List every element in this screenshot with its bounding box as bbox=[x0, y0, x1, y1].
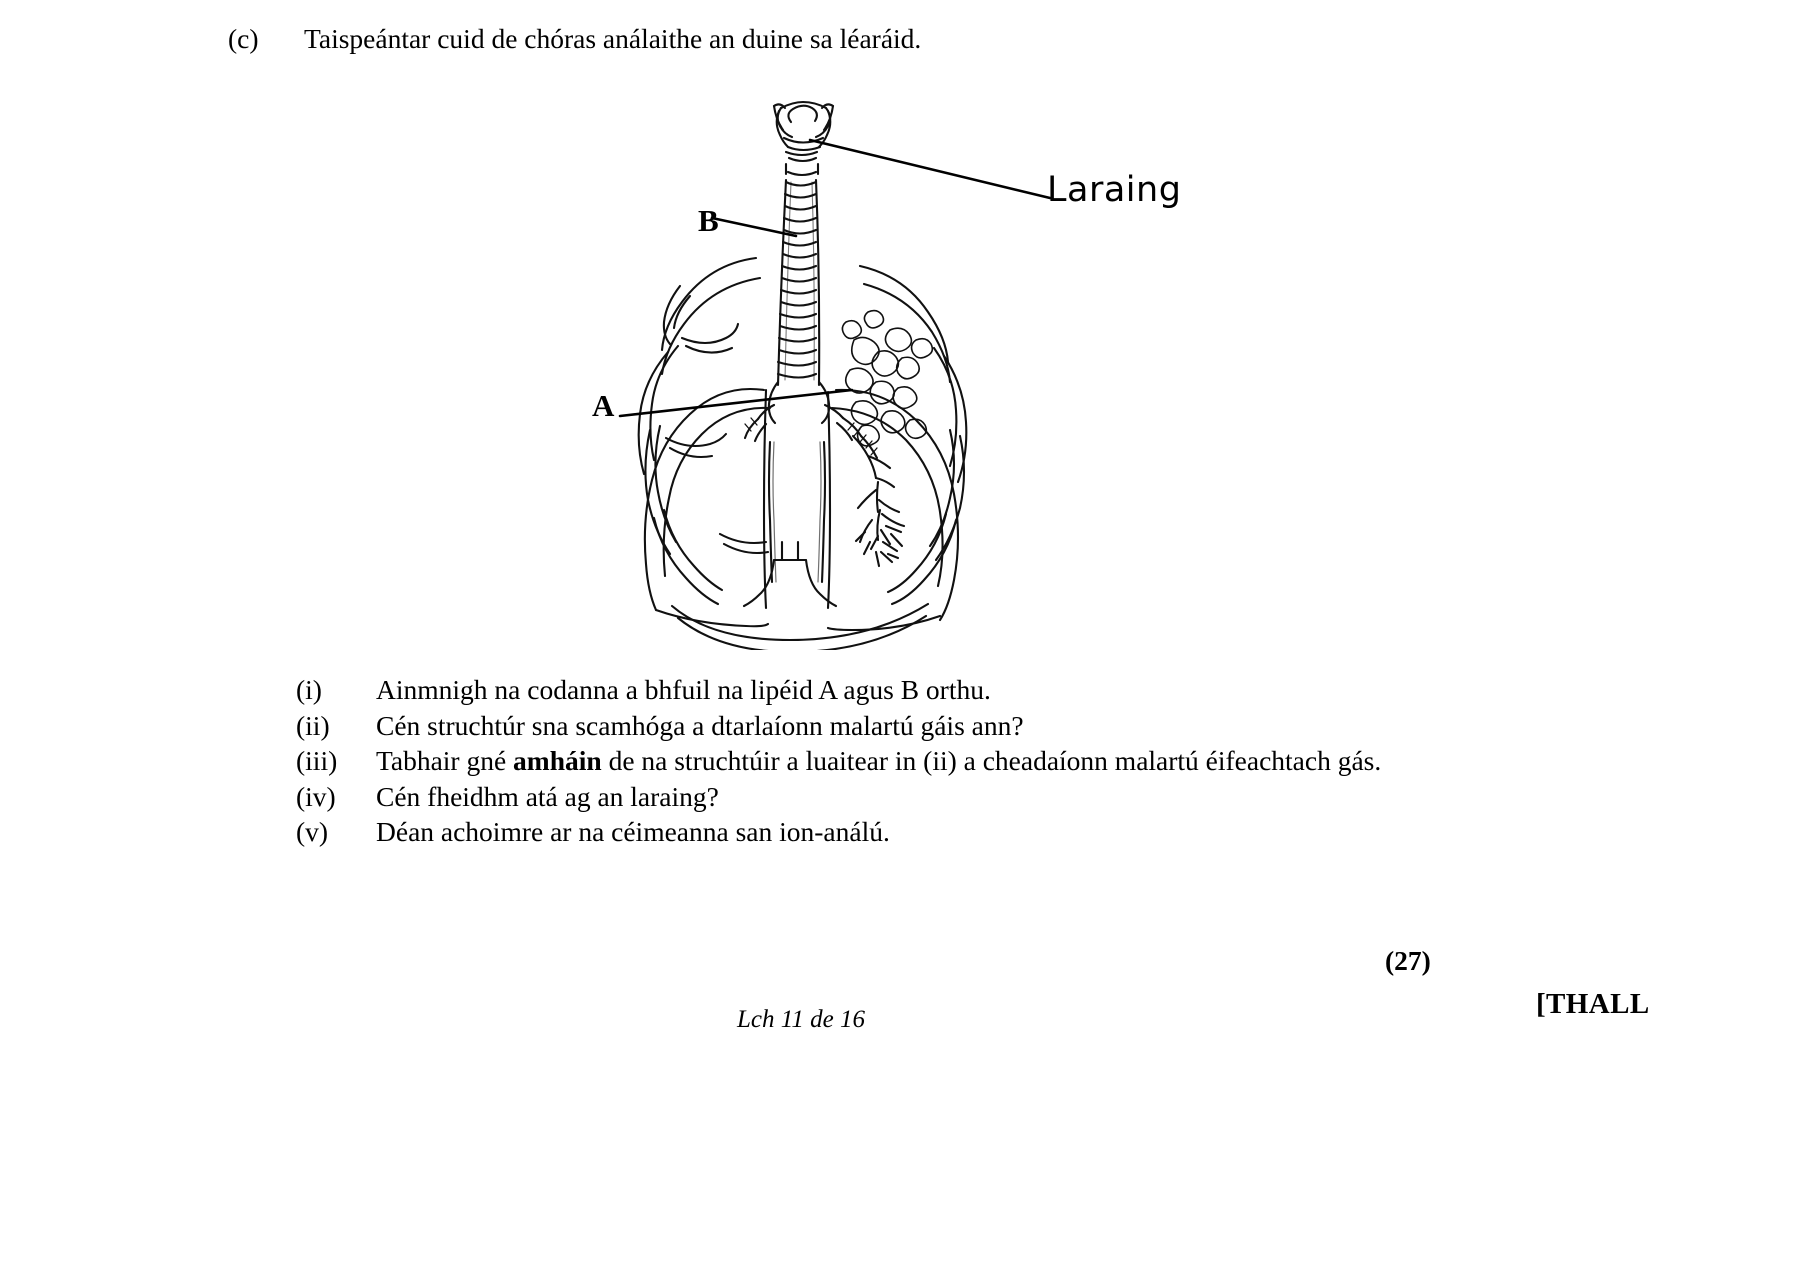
subquestion-text: Déan achoimre ar na céimeanna san ion-an… bbox=[376, 816, 890, 847]
subquestion-number: (ii) bbox=[296, 709, 330, 741]
leader-line-b bbox=[710, 216, 798, 238]
diaphragm bbox=[670, 540, 930, 650]
question-stem-text: Taispeántar cuid de chóras análaithe an … bbox=[304, 23, 922, 54]
alveoli-texture bbox=[841, 309, 934, 447]
subquestion-item: (i) Ainmnigh na codanna a bhfuil na lipé… bbox=[296, 672, 1756, 708]
footer-continuation-marker: [THALL bbox=[1536, 988, 1650, 1020]
subquestion-item: (iii) Tabhair gné amháin de na struchtúi… bbox=[296, 743, 1756, 779]
bronchi-shape bbox=[743, 380, 906, 568]
trachea-shape bbox=[776, 156, 821, 387]
larynx-shape bbox=[772, 100, 835, 157]
diagram-label-b: B bbox=[698, 203, 719, 238]
leader-lines bbox=[618, 138, 1052, 418]
subquestion-text-pre: Tabhair gné bbox=[376, 745, 514, 776]
subquestion-text: Tabhair gné amháin de na struchtúir a lu… bbox=[376, 743, 1756, 779]
marks-allocation: (27) bbox=[1385, 945, 1431, 976]
ribcage bbox=[637, 256, 968, 606]
question-stem: (c) Taispeántar cuid de chóras análaithe … bbox=[228, 22, 1628, 56]
subquestion-item: (v) Déan achoimre ar na céimeanna san io… bbox=[296, 814, 1756, 850]
diagram-label-larynx: Laraing bbox=[1047, 170, 1182, 210]
subquestion-text: Cén struchtúr sna scamhóga a dtarlaíonn … bbox=[376, 709, 1024, 741]
subquestion-text-post: de na struchtúir a luaitear in (ii) a ch… bbox=[601, 745, 1382, 776]
left-lung-outline bbox=[643, 387, 772, 628]
subquestion-item: (ii) Cén struchtúr sna scamhóga a dtarla… bbox=[296, 708, 1756, 744]
respiratory-system-diagram bbox=[560, 90, 1260, 650]
subquestion-number: (iii) bbox=[296, 745, 338, 776]
subquestion-text: Ainmnigh na codanna a bhfuil na lipéid A… bbox=[376, 674, 991, 705]
subquestion-item: (iv) Cén fheidhm atá ag an laraing? bbox=[296, 779, 1756, 815]
subquestion-number: (iv) bbox=[296, 780, 336, 812]
subquestion-number: (v) bbox=[296, 816, 329, 847]
leader-line-a bbox=[618, 388, 854, 418]
leader-line-larynx bbox=[808, 138, 1052, 200]
right-lung-outline bbox=[826, 388, 960, 632]
subquestion-number: (i) bbox=[296, 674, 322, 705]
footer-page-number: Lch 11 de 16 bbox=[737, 1006, 865, 1033]
question-part-marker: (c) bbox=[228, 23, 259, 54]
subquestion-text: Cén fheidhm atá ag an laraing? bbox=[376, 780, 719, 812]
subquestion-text-emphasis: amháin bbox=[513, 745, 602, 776]
subquestion-list: (i) Ainmnigh na codanna a bhfuil na lipé… bbox=[296, 672, 1756, 850]
diagram-label-a: A bbox=[592, 388, 615, 423]
mediastinum bbox=[767, 440, 827, 584]
